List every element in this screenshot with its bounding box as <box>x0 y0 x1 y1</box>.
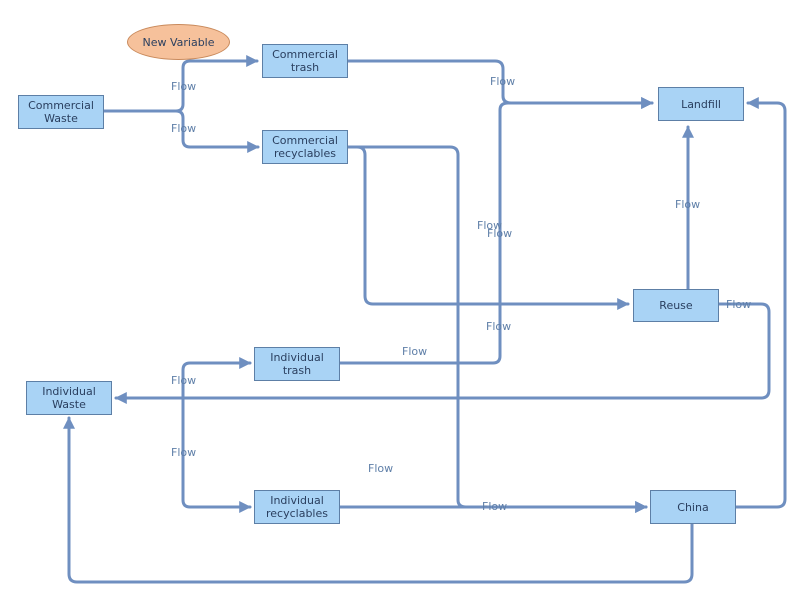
stock-individual-recyclables[interactable]: Individual recyclables <box>254 490 340 524</box>
flow-commercial-waste-to-commercial-recyclables[interactable] <box>102 109 260 153</box>
flow-label: Flow <box>171 374 197 387</box>
stock-individual-waste[interactable]: Individual Waste <box>26 381 112 415</box>
flow-label: Flow <box>171 122 197 135</box>
stock-commercial-waste[interactable]: Commercial Waste <box>18 95 104 129</box>
flow-china-to-individual-waste[interactable] <box>63 416 694 584</box>
flow-label: Flow <box>490 75 516 88</box>
flow-label: Flow <box>675 198 701 211</box>
flow-reuse-to-individual-waste[interactable] <box>114 302 771 404</box>
flow-individual-trash-to-landfill[interactable] <box>338 97 654 365</box>
flow-label: Flow <box>171 446 197 459</box>
flow-label: Flow <box>486 320 512 333</box>
flow-label: Flow <box>368 462 394 475</box>
flow-label: Flow <box>487 227 513 240</box>
stock-reuse[interactable]: Reuse <box>633 289 719 322</box>
flow-label: Flow <box>171 80 197 93</box>
flow-china-to-landfill[interactable] <box>733 97 787 509</box>
stock-commercial-recyclables[interactable]: Commercial recyclables <box>262 130 348 164</box>
flow-label: Flow <box>477 219 503 232</box>
flow-individual-waste-to-individual-trash[interactable] <box>181 357 252 400</box>
flow-individual-waste-to-individual-recyclables[interactable] <box>181 396 252 513</box>
new-variable[interactable]: New Variable <box>127 24 230 60</box>
flow-label: Flow <box>482 500 508 513</box>
stock-commercial-trash[interactable]: Commercial trash <box>262 44 348 78</box>
flow-label: Flow <box>402 345 428 358</box>
stock-individual-trash[interactable]: Individual trash <box>254 347 340 381</box>
flow-label: Flow <box>726 298 752 311</box>
stock-china[interactable]: China <box>650 490 736 524</box>
stock-landfill[interactable]: Landfill <box>658 87 744 121</box>
